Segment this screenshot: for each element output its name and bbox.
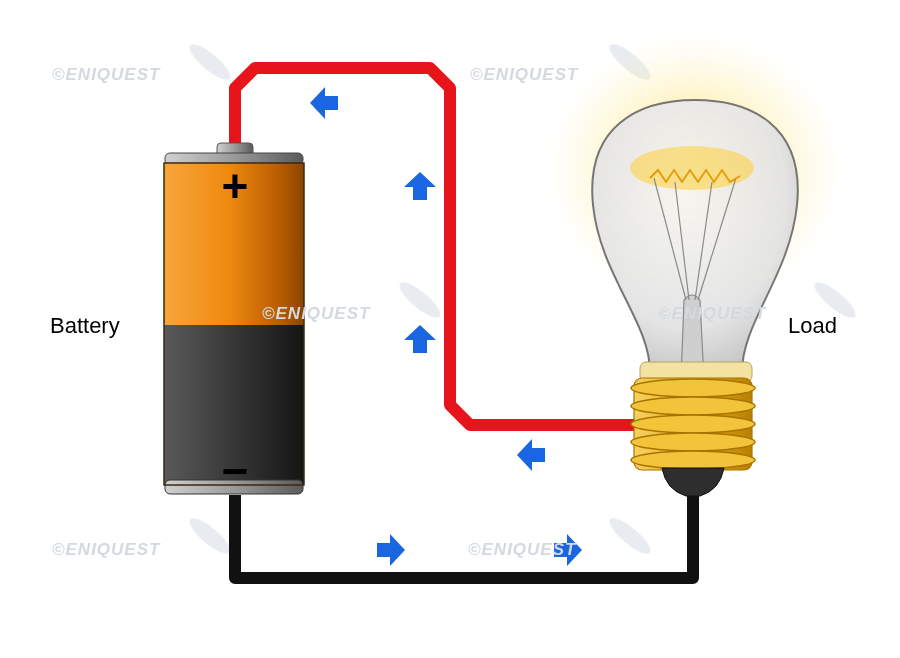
positive-terminal-sign: + <box>205 163 265 209</box>
negative-wire <box>235 494 693 578</box>
flow-arrow <box>404 325 436 353</box>
flow-arrow <box>377 534 405 566</box>
flow-arrow <box>404 172 436 200</box>
negative-terminal-sign: − <box>205 448 265 494</box>
flow-arrow <box>517 439 545 471</box>
watermark: ©ENIQUEST <box>658 305 766 322</box>
watermark: ©ENIQUEST <box>52 541 160 558</box>
watermark: ©ENIQUEST <box>262 305 370 322</box>
component-label: Battery <box>50 315 120 337</box>
watermark: ©ENIQUEST <box>468 541 576 558</box>
flow-arrow <box>310 87 338 119</box>
watermark: ©ENIQUEST <box>52 66 160 83</box>
watermark: ©ENIQUEST <box>470 66 578 83</box>
light-bulb: Load <box>588 95 858 500</box>
light-bulb-drawing <box>588 95 858 500</box>
component-label: Load <box>788 315 837 337</box>
